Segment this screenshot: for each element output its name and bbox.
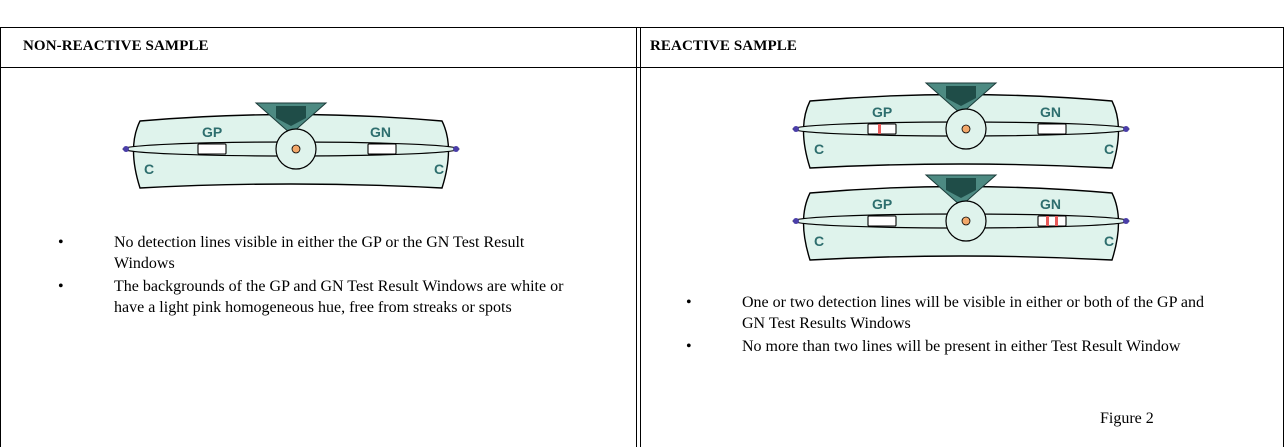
sample-dot [961,124,971,134]
gp-label: GP [202,124,222,140]
control-dot-left [793,218,799,224]
gp-label: GP [872,196,892,212]
top-square [946,178,976,198]
control-dot-right [453,146,459,152]
control-label-right: C [1104,141,1114,157]
gn-detection-line-2 [1055,216,1058,226]
list-item: No more than two lines will be present i… [686,336,1226,357]
header-bottom-border [0,67,1284,68]
gp-label: GP [872,104,892,120]
gp-test-window [197,143,227,155]
top-square [276,106,306,126]
test-device-reactive-gp: GP GN C C [792,82,1130,169]
gn-test-window [1037,215,1067,227]
control-dot-right [1123,218,1129,224]
list-item: The backgrounds of the GP and GN Test Re… [58,276,578,318]
gn-test-window [1037,123,1067,135]
gn-label: GN [1040,196,1061,212]
control-dot-left [123,146,129,152]
gn-test-window [367,143,397,155]
gn-detection-line-1 [1046,216,1049,226]
column-divider-b [640,27,641,447]
reactive-bullets: One or two detection lines will be visib… [686,292,1226,359]
sample-dot [961,216,971,226]
non-reactive-bullets: No detection lines visible in either the… [58,232,578,320]
control-label-right: C [434,161,444,177]
control-label-left: C [814,233,824,249]
figure-label: Figure 2 [1100,410,1154,427]
test-device-reactive-gn: GP GN C C [792,174,1130,261]
control-dot-left [793,126,799,132]
control-dot-right [1123,126,1129,132]
gn-label: GN [370,124,391,140]
column-divider-a [636,27,637,447]
top-square [946,86,976,106]
control-label-right: C [1104,233,1114,249]
gn-label: GN [1040,104,1061,120]
table-left-border [0,27,1,447]
non-reactive-header: NON-REACTIVE SAMPLE [23,38,209,54]
table-top-border [0,27,1284,28]
list-item: One or two detection lines will be visib… [686,292,1226,334]
gp-test-window [867,215,897,227]
control-label-left: C [144,161,154,177]
control-label-left: C [814,141,824,157]
reactive-header: REACTIVE SAMPLE [650,38,797,54]
test-device-non-reactive: GP GN C C [122,102,460,189]
list-item: No detection lines visible in either the… [58,232,578,274]
sample-dot [291,144,301,154]
gp-test-window [867,123,897,135]
gp-detection-line [878,124,881,134]
